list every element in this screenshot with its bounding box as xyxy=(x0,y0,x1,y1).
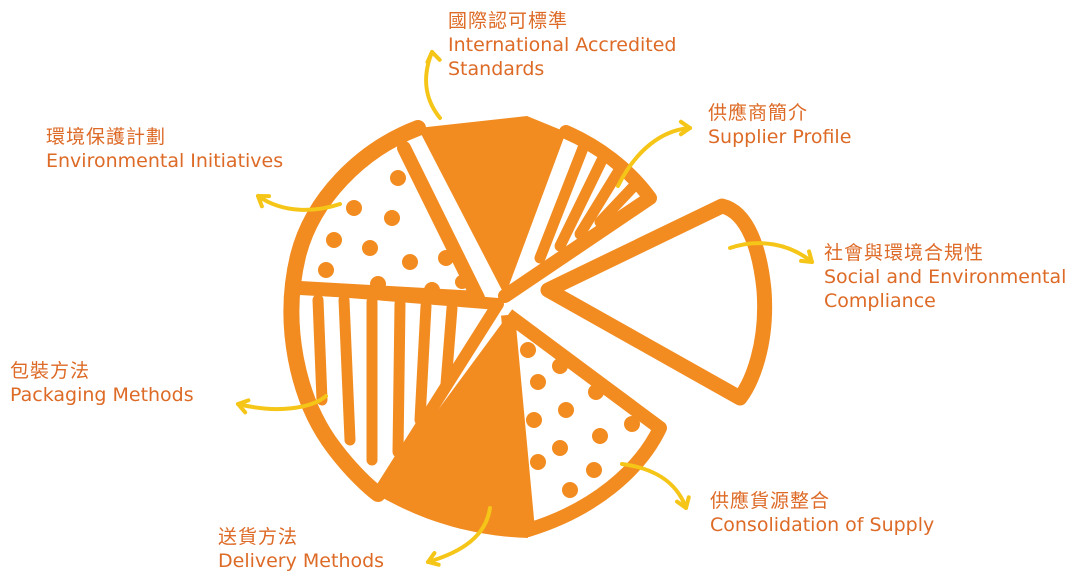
pie-rim xyxy=(283,120,426,502)
label-standards-en-1: International Accredited xyxy=(448,33,677,56)
arrow-consolidation xyxy=(620,462,691,510)
label-social-compliance-en-1: Social and Environmental xyxy=(824,265,1067,288)
segment-packaging-stripes xyxy=(312,294,458,466)
label-standards-en-2: Standards xyxy=(448,57,545,80)
segment-supplier-wedge-outline xyxy=(498,125,657,303)
arrow-delivery-head xyxy=(426,551,441,567)
segment-standards-wedge xyxy=(418,116,566,296)
label-standards-zh: 國際認可標準 xyxy=(448,10,569,32)
label-consolidation-zh: 供應貨源整合 xyxy=(710,490,831,512)
segment-packaging-wedge-outline xyxy=(294,282,504,500)
pie-chart xyxy=(283,116,773,538)
arrow-environmental xyxy=(256,194,342,212)
label-packaging-zh: 包裝方法 xyxy=(10,360,91,382)
label-environmental: 環境保護計劃 Environmental Initiatives xyxy=(46,126,283,174)
label-environmental-en: Environmental Initiatives xyxy=(46,149,284,172)
segment-delivery-wedge xyxy=(376,315,528,538)
label-packaging: 包裝方法 Packaging Methods xyxy=(10,360,194,408)
label-delivery-zh: 送貨方法 xyxy=(218,526,299,548)
callout-arrows xyxy=(236,50,814,567)
label-delivery-en: Delivery Methods xyxy=(218,549,385,572)
arrow-standards xyxy=(424,50,442,120)
label-supplier-profile-zh: 供應商簡介 xyxy=(708,102,809,124)
label-social-compliance-en-2: Compliance xyxy=(824,289,936,312)
arrow-standards-head xyxy=(425,50,442,65)
label-delivery: 送貨方法 Delivery Methods xyxy=(218,526,384,574)
arrow-consolidation-head xyxy=(675,495,691,510)
label-environmental-zh: 環境保護計劃 xyxy=(46,126,167,148)
label-supplier-profile-en: Supplier Profile xyxy=(708,125,852,148)
arrow-packaging xyxy=(236,394,328,415)
segment-supplier-stripes xyxy=(534,142,640,264)
arrow-social-compliance-head xyxy=(799,249,814,264)
segment-consolidation-wedge-outline xyxy=(501,309,667,537)
arrow-environmental-head xyxy=(256,194,271,209)
label-social-compliance: 社會與環境合規性 Social and Environmental Compli… xyxy=(824,242,1066,313)
arrow-social-compliance xyxy=(728,241,814,264)
segment-consolidation-dots xyxy=(520,342,640,498)
arrow-packaging-head xyxy=(236,398,251,415)
segment-social-wedge-outline xyxy=(540,198,773,406)
arrow-delivery xyxy=(426,506,492,567)
label-consolidation: 供應貨源整合 Consolidation of Supply xyxy=(710,490,934,538)
arrow-supplier-profile-head xyxy=(678,119,692,137)
label-supplier-profile: 供應商簡介 Supplier Profile xyxy=(708,102,851,150)
label-packaging-en: Packaging Methods xyxy=(10,383,194,406)
label-consolidation-en: Consolidation of Supply xyxy=(710,513,935,536)
arrow-supplier-profile xyxy=(616,119,692,188)
label-social-compliance-zh: 社會與環境合規性 xyxy=(824,242,985,264)
label-standards: 國際認可標準 International Accredited Standard… xyxy=(448,10,676,81)
